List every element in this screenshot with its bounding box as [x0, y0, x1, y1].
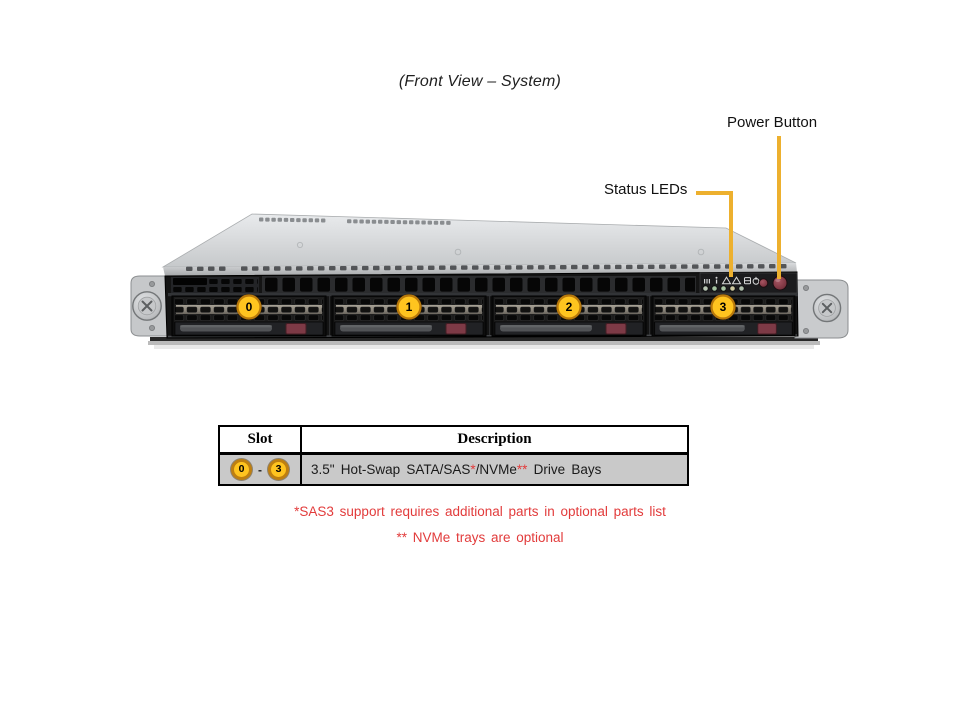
header-cell-description: Description	[457, 431, 532, 447]
slot-cell: 0 - 3	[220, 455, 302, 484]
slot-range-separator: -	[258, 462, 262, 477]
header-cell-slot: Slot	[220, 427, 302, 452]
status-leds	[702, 285, 745, 292]
info-icon	[715, 276, 718, 284]
footnote-nvme: ** NVMe trays are optional	[396, 530, 564, 545]
bay-number-label: 1	[406, 300, 413, 314]
right-rack-ear	[794, 279, 849, 339]
page-title: (Front View – System)	[398, 73, 562, 90]
table-data-row: 0 - 3 3.5" Hot-Swap SATA/SAS*/NVMe** Dri…	[220, 455, 687, 484]
control-panel	[699, 272, 798, 294]
drive-activity-icon	[744, 277, 751, 285]
description-text: /NVMe	[475, 462, 517, 477]
footnote-sas3: *SAS3 support requires additional parts …	[294, 504, 666, 519]
description-asterisk: *	[470, 462, 476, 477]
reset-button	[758, 278, 769, 288]
description-cell: 3.5" Hot-Swap SATA/SAS*/NVMe** Drive Bay…	[302, 455, 687, 484]
description-text: 3.5" Hot-Swap SATA/SAS	[311, 462, 471, 477]
right-thumbscrew-icon	[812, 293, 842, 323]
status-leds-callout-line	[696, 191, 733, 277]
bay-number-badge-2: 2	[555, 293, 583, 321]
bay-number-badge-3: 3	[709, 293, 737, 321]
lip-vent-dashes	[186, 264, 787, 271]
lid-vent-slots	[259, 217, 451, 225]
bay-number-label: 3	[720, 300, 727, 314]
alert-icon	[731, 276, 742, 285]
spec-table: Slot Description 0 - 3 3.5" Hot-Swap SAT…	[218, 425, 689, 486]
description-asterisk: **	[516, 462, 528, 477]
alert-icon	[721, 276, 732, 285]
server-lid	[161, 213, 797, 268]
bay-number-badge-0: 0	[235, 293, 263, 321]
bay-number-label: 2	[566, 300, 573, 314]
slot-start-badge: 0	[231, 459, 252, 480]
bay-number-label: 0	[246, 300, 253, 314]
left-thumbscrew-icon	[132, 291, 162, 321]
bay-number-badge-1: 1	[395, 293, 423, 321]
status-leds-label: Status LEDs	[604, 181, 688, 198]
table-header-row: Slot Description	[220, 427, 687, 455]
slot-end-badge: 3	[268, 459, 289, 480]
left-rack-ear	[130, 275, 173, 337]
status-led-icons	[704, 276, 760, 285]
description-text: Drive Bays	[527, 462, 602, 477]
power-button-label: Power Button	[727, 114, 818, 131]
chassis-shadow	[148, 337, 820, 349]
power-status-icon	[752, 276, 760, 285]
